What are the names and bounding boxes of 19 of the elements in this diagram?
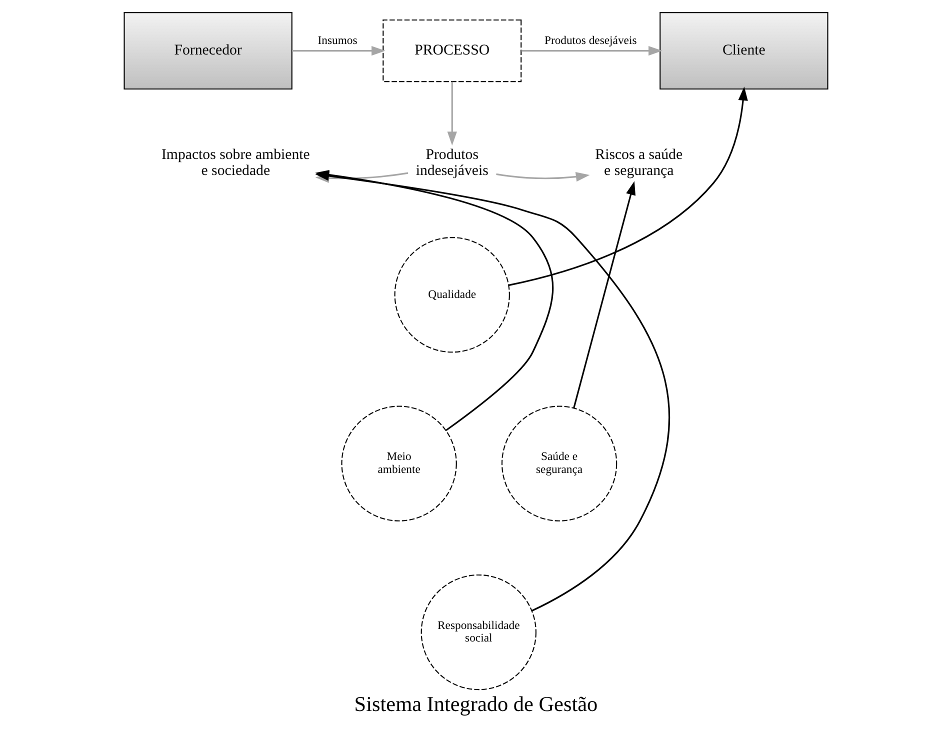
arrow [572, 181, 636, 408]
arrow [292, 46, 385, 56]
diagram-title: Sistema Integrado de Gestão [354, 692, 598, 716]
node-text: Riscos a saúde e segurança [594, 147, 682, 180]
arrow [520, 46, 662, 56]
arrow [508, 86, 748, 286]
arrow [496, 172, 590, 182]
node-text: Impactos sobre ambiente e sociedade [160, 147, 310, 180]
node-box: PROCESSO [382, 20, 522, 82]
node-circle: Saúde e segurança [500, 406, 617, 522]
node-circle: Responsabilidade social [420, 574, 536, 690]
node-box: Cliente [659, 12, 828, 90]
edge-label: Produtos desejáveis [544, 34, 636, 48]
node-text: Produtos indesejáveis [415, 147, 488, 180]
arrow [446, 82, 456, 146]
edge-label: Insumos [317, 34, 357, 48]
node-circle: Meio ambiente [340, 406, 456, 522]
node-box: Fornecedor [123, 12, 292, 90]
node-circle: Qualidade [394, 237, 510, 353]
